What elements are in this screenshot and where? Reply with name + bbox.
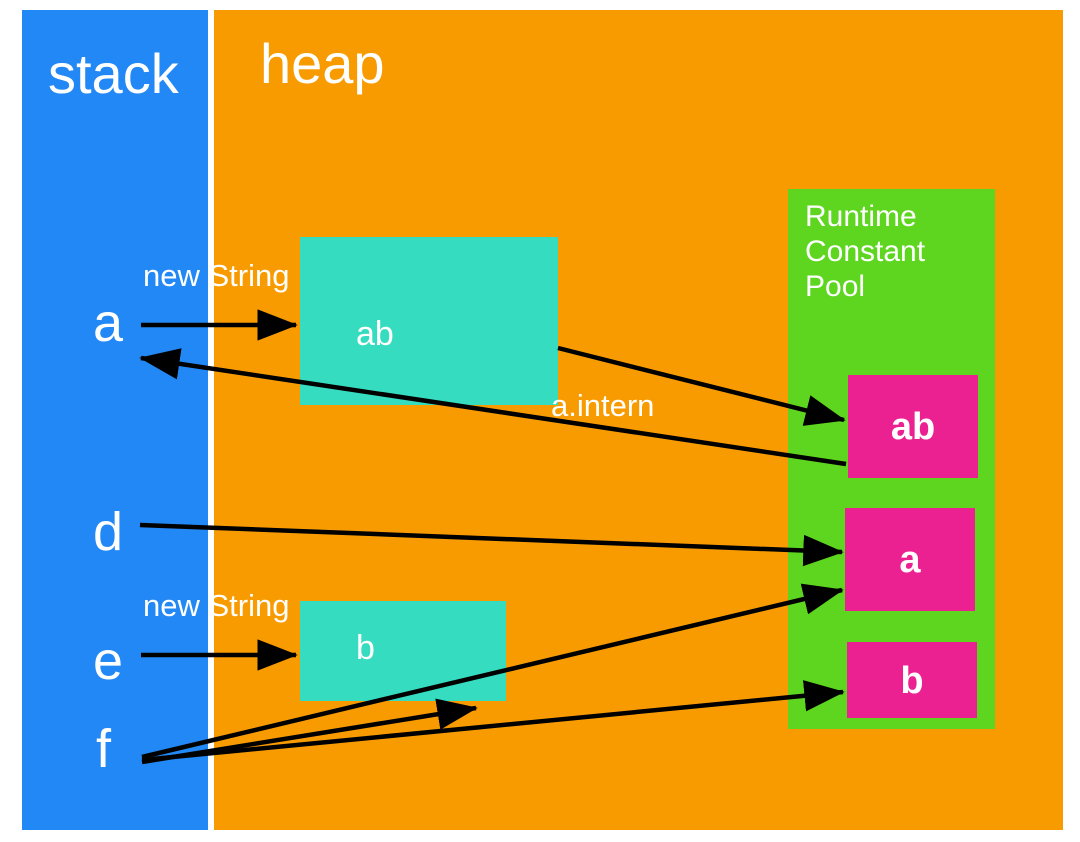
heap-object-ab: ab: [300, 237, 558, 405]
new-string-label-e: new String: [143, 588, 290, 623]
stack-variable-a: a: [93, 293, 124, 353]
heap-object-b: b: [300, 601, 506, 701]
stack-variable-f: f: [96, 719, 112, 779]
pool-entry-a-label: a: [899, 539, 921, 581]
heap-object-b-label: b: [356, 629, 375, 667]
runtime-constant-pool-title: Runtime Constant Pool: [805, 200, 926, 303]
heap-object-ab-label: ab: [356, 315, 394, 353]
pool-entry-ab-label: ab: [890, 406, 936, 448]
stack-variable-e: e: [93, 631, 124, 691]
stack-variable-d: d: [93, 502, 124, 562]
stack-region: stack: [22, 10, 208, 830]
pool-entry-b-label: b: [900, 660, 924, 702]
heap-region-title: heap: [260, 32, 385, 95]
intern-label: a.intern: [551, 388, 655, 423]
pool-entry-ab: ab: [848, 375, 978, 478]
pool-entry-b: b: [847, 642, 977, 718]
pool-entry-a: a: [845, 508, 975, 611]
stack-region-title: stack: [48, 42, 179, 105]
runtime-constant-pool-region: Runtime Constant Pool ab a b: [788, 189, 995, 729]
new-string-label-a: new String: [143, 258, 290, 293]
